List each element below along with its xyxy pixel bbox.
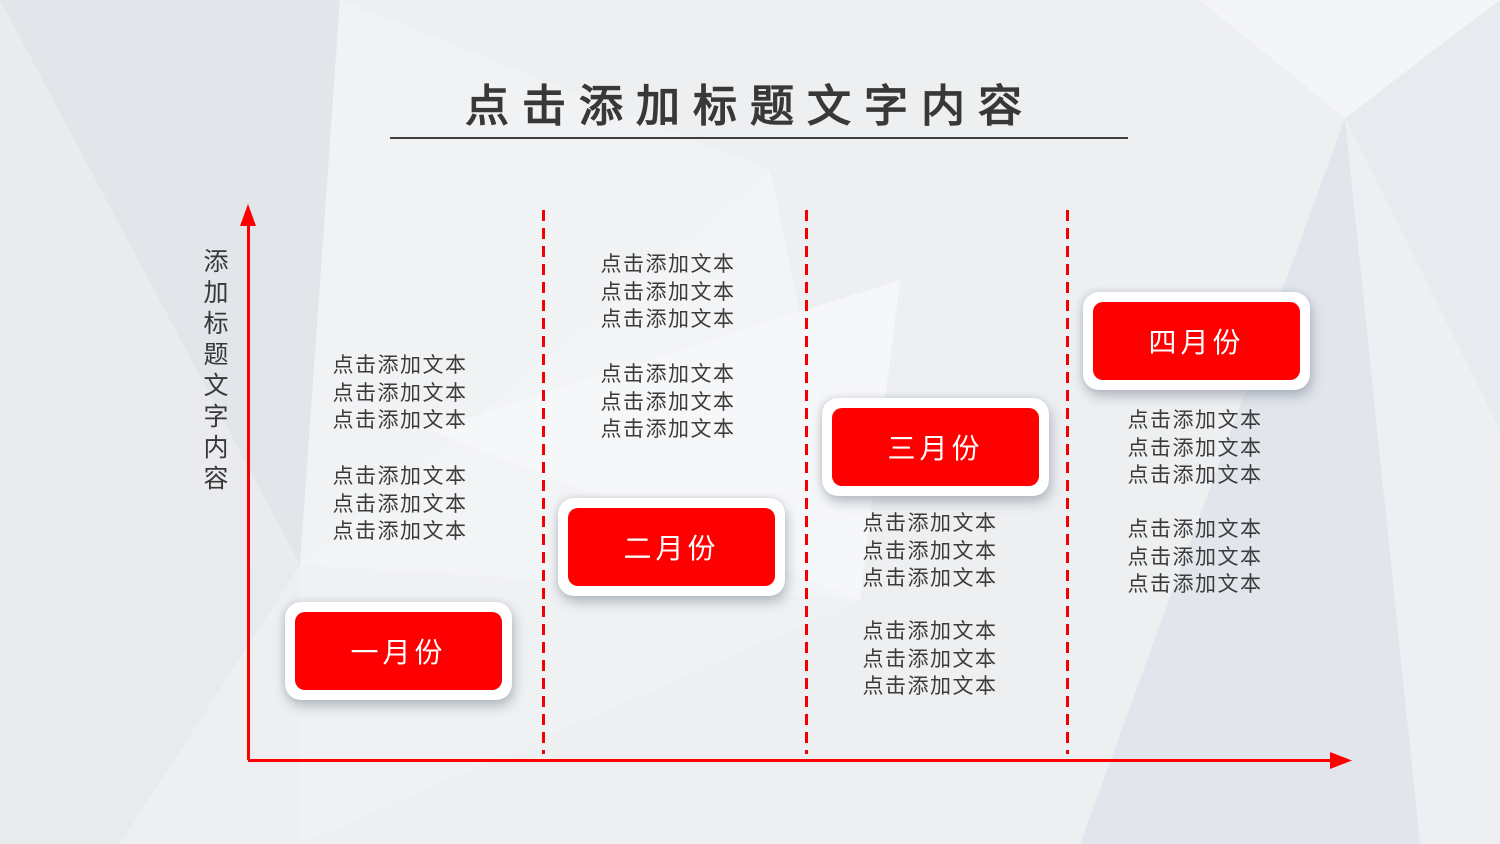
month-button-january[interactable]: 一月份 [285, 602, 512, 700]
placeholder-text-line: 点击添加文本 [332, 492, 468, 516]
placeholder-text-line: 点击添加文本 [862, 620, 998, 643]
placeholder-text-line: 点击添加文本 [332, 409, 468, 432]
placeholder-text-line: 点击添加文本 [1127, 518, 1263, 541]
text-block-jan-1[interactable]: 点击添加文本 点击添加文本 点击添加文本 [290, 352, 510, 435]
placeholder-text-line: 点击添加文本 [332, 465, 468, 488]
month-button-face: 一月份 [295, 612, 502, 690]
placeholder-text-line: 点击添加文本 [862, 675, 998, 698]
placeholder-text-line: 点击添加文本 [600, 253, 736, 276]
placeholder-text-line: 点击添加文本 [332, 520, 468, 543]
placeholder-text-line: 点击添加文本 [332, 354, 468, 377]
month-label: 二月份 [623, 533, 720, 564]
placeholder-text-line: 点击添加文本 [600, 363, 736, 386]
placeholder-text-line: 点击添加文本 [1127, 436, 1263, 460]
y-axis-label[interactable]: 添加标题文字内容 [200, 248, 228, 496]
placeholder-text-line: 点击添加文本 [862, 512, 998, 535]
text-block-apr-2[interactable]: 点击添加文本 点击添加文本 点击添加文本 [1085, 516, 1305, 599]
month-button-march[interactable]: 三月份 [822, 398, 1049, 496]
placeholder-text-line: 点击添加文本 [332, 381, 468, 405]
placeholder-text-line: 点击添加文本 [600, 418, 736, 441]
text-block-feb-1[interactable]: 点击添加文本 点击添加文本 点击添加文本 [558, 251, 778, 334]
placeholder-text-line: 点击添加文本 [600, 390, 736, 414]
text-block-mar-2[interactable]: 点击添加文本 点击添加文本 点击添加文本 [820, 618, 1040, 701]
month-label: 一月份 [350, 637, 447, 668]
month-label: 四月份 [1148, 327, 1245, 358]
placeholder-text-line: 点击添加文本 [600, 280, 736, 304]
month-button-face: 四月份 [1093, 302, 1300, 380]
month-button-face: 三月份 [832, 408, 1039, 486]
month-button-february[interactable]: 二月份 [558, 498, 785, 596]
month-button-april[interactable]: 四月份 [1083, 292, 1310, 390]
text-block-jan-2[interactable]: 点击添加文本 点击添加文本 点击添加文本 [290, 463, 510, 546]
text-block-mar-1[interactable]: 点击添加文本 点击添加文本 点击添加文本 [820, 510, 1040, 593]
month-label: 三月份 [887, 433, 984, 464]
placeholder-text-line: 点击添加文本 [1127, 573, 1263, 596]
placeholder-text-line: 点击添加文本 [862, 539, 998, 563]
month-button-face: 二月份 [568, 508, 775, 586]
placeholder-text-line: 点击添加文本 [1127, 464, 1263, 487]
placeholder-text-line: 点击添加文本 [862, 647, 998, 671]
placeholder-text-line: 点击添加文本 [862, 567, 998, 590]
placeholder-text-line: 点击添加文本 [1127, 545, 1263, 569]
text-block-feb-2[interactable]: 点击添加文本 点击添加文本 点击添加文本 [558, 361, 778, 444]
text-block-apr-1[interactable]: 点击添加文本 点击添加文本 点击添加文本 [1085, 407, 1305, 490]
title-underline [390, 137, 1128, 139]
placeholder-text-line: 点击添加文本 [600, 308, 736, 331]
placeholder-text-line: 点击添加文本 [1127, 409, 1263, 432]
slide-title[interactable]: 点击添加标题文字内容 [465, 82, 1035, 131]
